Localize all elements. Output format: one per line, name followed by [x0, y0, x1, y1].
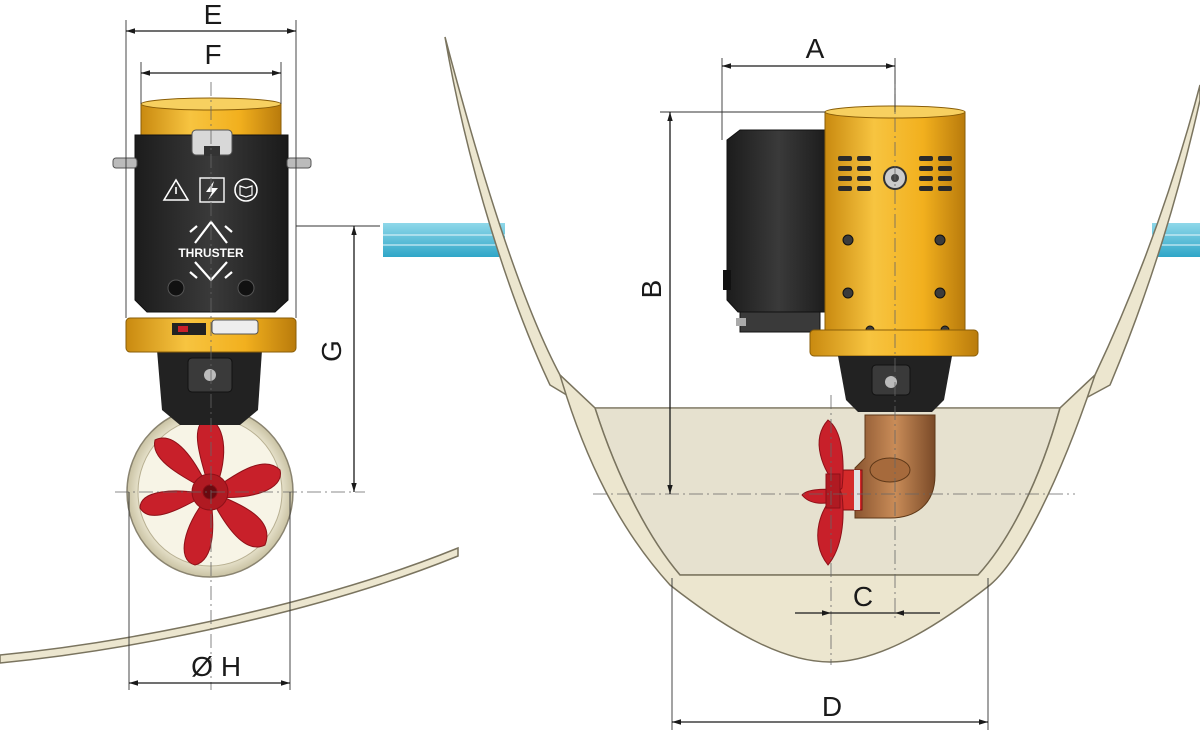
dimension-c-label: C — [853, 581, 873, 612]
lightning-icon — [199, 177, 225, 203]
dimension-f-label: F — [204, 39, 221, 70]
side-view: A B C D — [383, 33, 1200, 730]
front-view: THRUSTER E F G Ø H — [0, 0, 459, 690]
dimension-g-label: G — [316, 340, 347, 362]
hull-keel — [558, 372, 1096, 663]
dimension-b-label: B — [636, 280, 667, 299]
warning-triangle-icon — [162, 178, 190, 201]
hull-shell — [444, 36, 1200, 413]
dimension-d-label: D — [822, 691, 842, 722]
dimension-e-label: E — [204, 0, 223, 30]
waterline-left — [383, 223, 505, 257]
dimension-h-prefix: Ø — [191, 651, 213, 682]
manual-book-icon — [234, 178, 258, 202]
front-view-propeller — [139, 417, 281, 566]
side-view-control-box — [726, 129, 831, 313]
side-view-flange — [809, 329, 979, 357]
dimension-a-label: A — [806, 33, 825, 64]
dimension-h-label: H — [221, 651, 241, 682]
front-view-hull-curve — [0, 546, 459, 664]
